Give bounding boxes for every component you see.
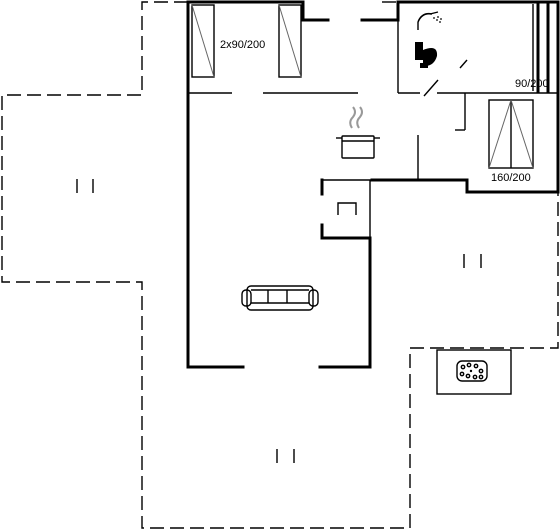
toilet-icon [415,42,438,68]
bathroom [415,11,442,68]
appliance-niche [337,202,357,215]
bedroom-1: 2x90/200 [191,4,302,78]
hot-tub-icon [436,349,512,395]
exterior-walls [186,0,560,369]
sofa-icon [241,285,319,311]
terrace-marker-icon [76,179,482,463]
cooking-pot-icon [336,106,380,159]
interior-partitions [188,20,558,238]
bedroom-2: 90/200 [515,2,550,93]
bedroom-3: 160/200 [488,99,534,184]
bed-label-bedroom-2: 90/200 [515,78,549,90]
bed-label-bedroom-1: 2x90/200 [220,39,265,51]
shower-icon [417,11,442,30]
bed-label-bedroom-3: 160/200 [491,172,531,184]
